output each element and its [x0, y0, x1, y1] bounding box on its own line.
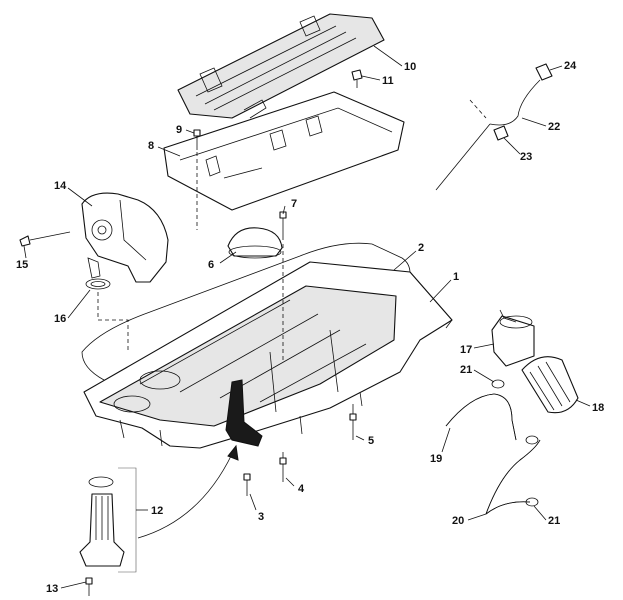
- dipstick-tube-part-22: [435, 79, 541, 191]
- leader-lines: [23, 45, 591, 589]
- callout-24: 24: [564, 60, 577, 72]
- callout-4: 4: [298, 483, 305, 495]
- oil-pickup-pipe: [225, 379, 263, 447]
- alignment-dashed-line: [97, 292, 129, 350]
- callout-7: 7: [291, 198, 297, 210]
- hose-clamp-part-21-lower: [525, 435, 539, 507]
- callout-21-lower: 21: [548, 515, 560, 527]
- oil-sump-part-1: [83, 261, 453, 449]
- install-arrow: [137, 453, 233, 539]
- callout-12: 12: [151, 505, 163, 517]
- callout-13: 13: [46, 583, 58, 595]
- callout-15: 15: [16, 259, 28, 271]
- callout-16: 16: [54, 313, 66, 325]
- breather-dome-part-6: [227, 227, 283, 259]
- bracket-part-12: [118, 467, 137, 573]
- stud-part-4: [279, 452, 287, 482]
- callout-22: 22: [548, 121, 560, 133]
- callout-6: 6: [208, 259, 214, 271]
- callout-17: 17: [460, 344, 472, 356]
- callout-10: 10: [404, 61, 416, 73]
- baffle-plate-part-8: [163, 91, 405, 211]
- callout-11: 11: [382, 75, 394, 87]
- callout-2: 2: [418, 242, 424, 254]
- callout-5: 5: [368, 435, 374, 447]
- callout-21-upper: 21: [460, 364, 472, 376]
- callout-23: 23: [520, 151, 532, 163]
- callout-20: 20: [452, 515, 464, 527]
- callout-8: 8: [148, 140, 154, 152]
- callout-18: 18: [592, 402, 604, 414]
- bolt-part-7: [279, 211, 287, 360]
- callout-3: 3: [258, 511, 264, 523]
- oil-filter-part-18: [521, 356, 579, 414]
- filter-housing-part-17: [491, 309, 535, 367]
- seal-ring-part-16: [85, 278, 111, 290]
- callout-19: 19: [430, 453, 442, 465]
- bolt-part-3: [243, 473, 251, 496]
- hose-part-20: [485, 439, 541, 515]
- callout-14: 14: [54, 180, 67, 192]
- hose-clamp-part-21-upper: [491, 379, 505, 389]
- baffle-cover-part-10: [177, 13, 385, 119]
- callout-1: 1: [453, 271, 459, 283]
- stud-part-5: [349, 404, 357, 440]
- fastener-part-11: [351, 69, 363, 88]
- callout-labels: 1 2 3 4 5 6 7 8 9 10 11 12 13 14 15 16 1…: [16, 60, 604, 595]
- hose-part-19: [445, 393, 517, 441]
- bolt-part-13: [85, 577, 93, 596]
- callout-9: 9: [176, 124, 182, 136]
- install-arrow-head: [227, 444, 239, 461]
- dipstick-handle-part-24: [535, 63, 553, 81]
- tube-clip-part-23: [493, 125, 509, 141]
- oil-level-sensor-part-12: [79, 476, 125, 567]
- oil-pump-part-14: [81, 192, 169, 283]
- bolt-part-15: [19, 231, 71, 247]
